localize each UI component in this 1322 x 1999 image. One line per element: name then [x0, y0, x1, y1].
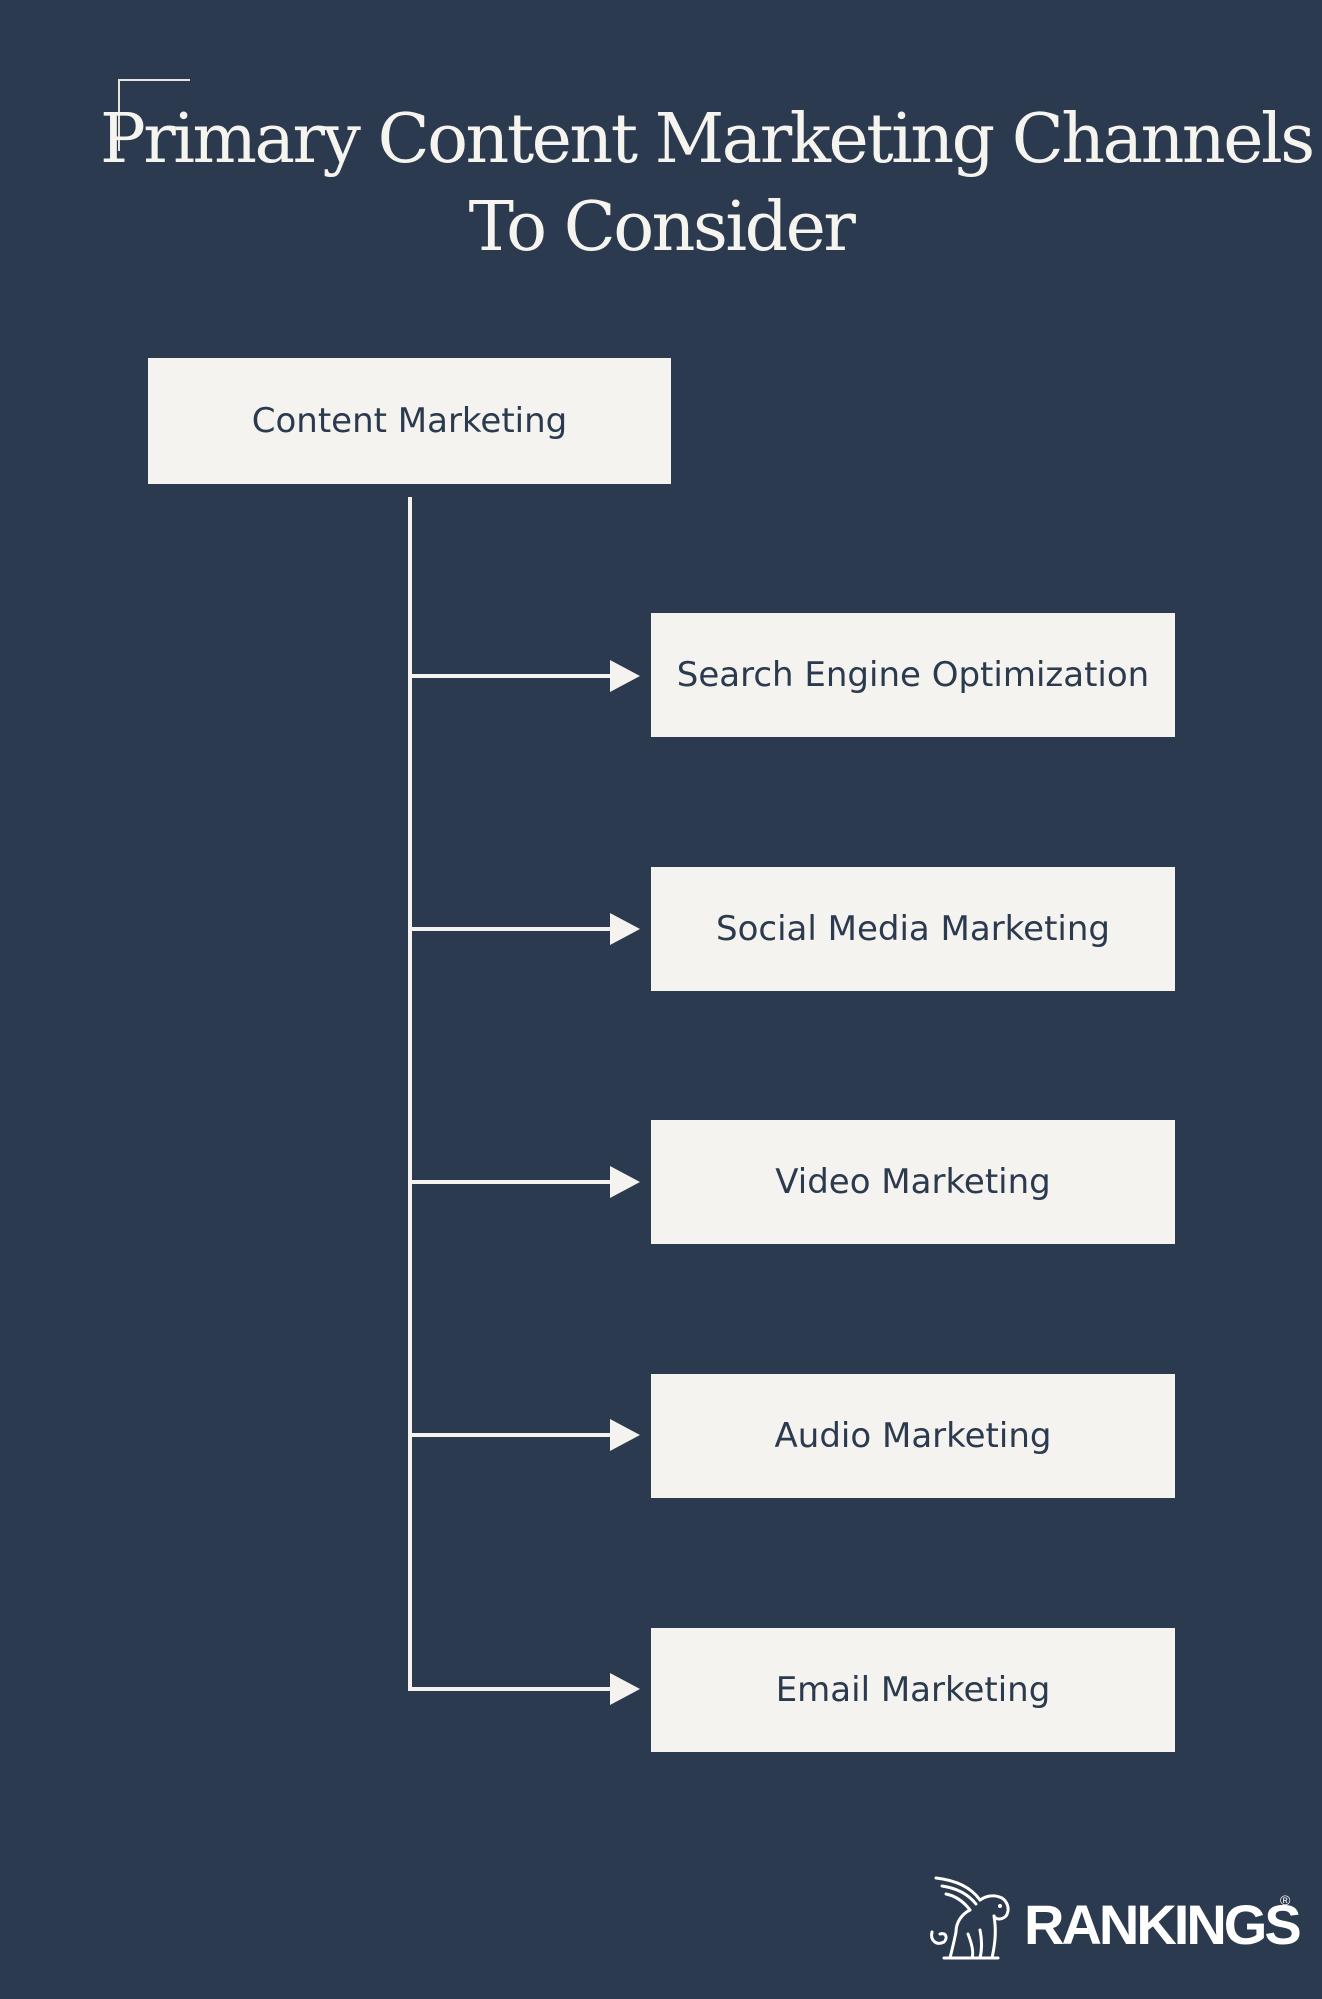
- channel-node-seo: Search Engine Optimization: [651, 613, 1175, 737]
- title-corner-bracket: [118, 79, 190, 151]
- channel-label: Search Engine Optimization: [676, 655, 1150, 695]
- root-node-content-marketing: Content Marketing: [148, 358, 671, 484]
- channel-node-email: Email Marketing: [651, 1628, 1175, 1752]
- channel-label: Video Marketing: [775, 1162, 1051, 1202]
- page-title: Primary Content Marketing Channels To Co…: [100, 96, 1315, 272]
- arrowhead-icon: [610, 1673, 640, 1705]
- arrowhead-icon: [610, 660, 640, 692]
- channel-node-audio: Audio Marketing: [651, 1374, 1175, 1498]
- channel-label: Social Media Marketing: [716, 909, 1110, 949]
- branch-arrow-seo: [410, 660, 640, 692]
- branch-arrow-video: [410, 1166, 640, 1198]
- griffin-icon: [930, 1876, 1010, 1960]
- branch-arrow-audio: [410, 1419, 640, 1451]
- arrowhead-icon: [610, 913, 640, 945]
- arrowhead-icon: [610, 1166, 640, 1198]
- registered-mark: ®: [1280, 1892, 1291, 1908]
- channel-label: Audio Marketing: [774, 1416, 1052, 1456]
- arrowhead-icon: [610, 1419, 640, 1451]
- page-title-line-2: To Consider: [468, 188, 856, 267]
- page-title-line-1: Primary Content Marketing Channels: [100, 100, 1315, 179]
- channel-node-video: Video Marketing: [651, 1120, 1175, 1244]
- rankings-logo: RANKINGS ®: [922, 1872, 1302, 1964]
- logo-wordmark: RANKINGS: [1024, 1893, 1302, 1956]
- branch-arrow-social-media: [410, 913, 640, 945]
- branch-arrow-email: [408, 1673, 640, 1705]
- channel-label: Email Marketing: [775, 1670, 1051, 1710]
- root-node-label: Content Marketing: [251, 401, 568, 441]
- channel-node-social-media: Social Media Marketing: [651, 867, 1175, 991]
